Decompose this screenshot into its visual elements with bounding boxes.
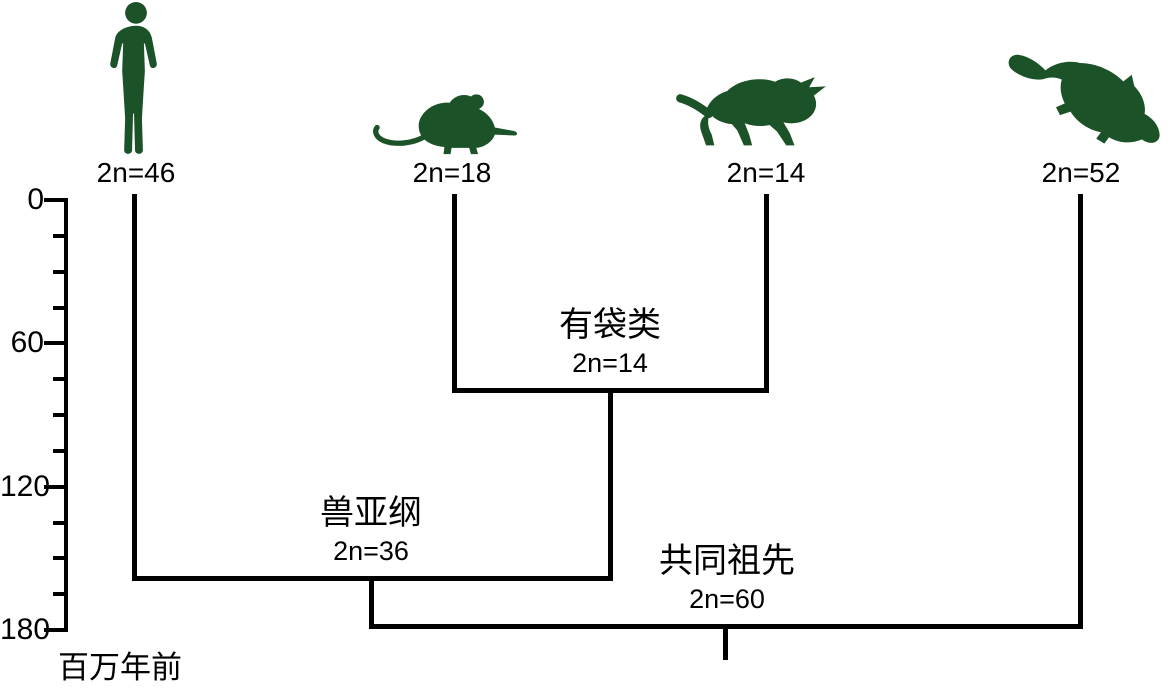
theria-stem-line: [369, 576, 374, 629]
tasmanian-devil-silhouette-icon: [672, 70, 847, 158]
axis-tick-label-0: 0: [27, 183, 44, 216]
root-stem-line: [723, 624, 728, 660]
theria-karyotype: 2n=36: [333, 536, 409, 567]
axis-minor-tick: [53, 413, 64, 417]
axis-minor-tick: [53, 377, 64, 381]
common-ancestor-karyotype: 2n=60: [689, 584, 765, 615]
axis-minor-tick: [53, 521, 64, 525]
axis-minor-tick: [53, 556, 64, 560]
rat-branch-line: [452, 194, 457, 393]
marsupials-node-label: 有袋类 2n=14: [495, 306, 725, 379]
axis-minor-tick: [53, 234, 64, 238]
marsupials-name: 有袋类: [559, 306, 661, 344]
rat-karyotype-label: 2n=18: [412, 157, 492, 188]
rat-silhouette-icon: [370, 90, 525, 158]
axis-tick-label-60: 60: [10, 326, 44, 359]
human-karyotype-label: 2n=46: [96, 157, 176, 188]
tasmanian-devil-karyotype-label: 2n=14: [726, 157, 806, 188]
axis-major-tick: [44, 341, 64, 345]
human-silhouette-icon: [100, 2, 172, 160]
axis-major-tick: [44, 485, 64, 489]
axis-minor-tick: [53, 592, 64, 596]
human-branch-line: [132, 194, 137, 581]
common-ancestor-node-label: 共同祖先 2n=60: [607, 542, 847, 615]
tasmanian-devil-branch-line: [764, 194, 769, 393]
time-axis-line: [64, 198, 68, 632]
axis-tick-label-120: 120: [0, 470, 51, 503]
common-ancestor-name: 共同祖先: [659, 542, 795, 580]
platypus-silhouette-icon: [993, 32, 1176, 160]
platypus-karyotype-label: 2n=52: [1041, 157, 1121, 188]
theria-name: 兽亚纲: [320, 494, 422, 532]
axis-major-tick: [44, 628, 64, 632]
theria-node-label: 兽亚纲 2n=36: [256, 494, 486, 567]
axis-major-tick: [44, 198, 64, 202]
axis-minor-tick: [53, 306, 64, 310]
marsupial-stem-line: [608, 388, 613, 581]
axis-unit-label: 百万年前: [58, 650, 182, 685]
axis-minor-tick: [53, 270, 64, 274]
axis-tick-label-180: 180: [0, 613, 51, 646]
platypus-branch-line: [1078, 194, 1083, 629]
marsupials-karyotype: 2n=14: [572, 348, 648, 379]
axis-minor-tick: [53, 449, 64, 453]
